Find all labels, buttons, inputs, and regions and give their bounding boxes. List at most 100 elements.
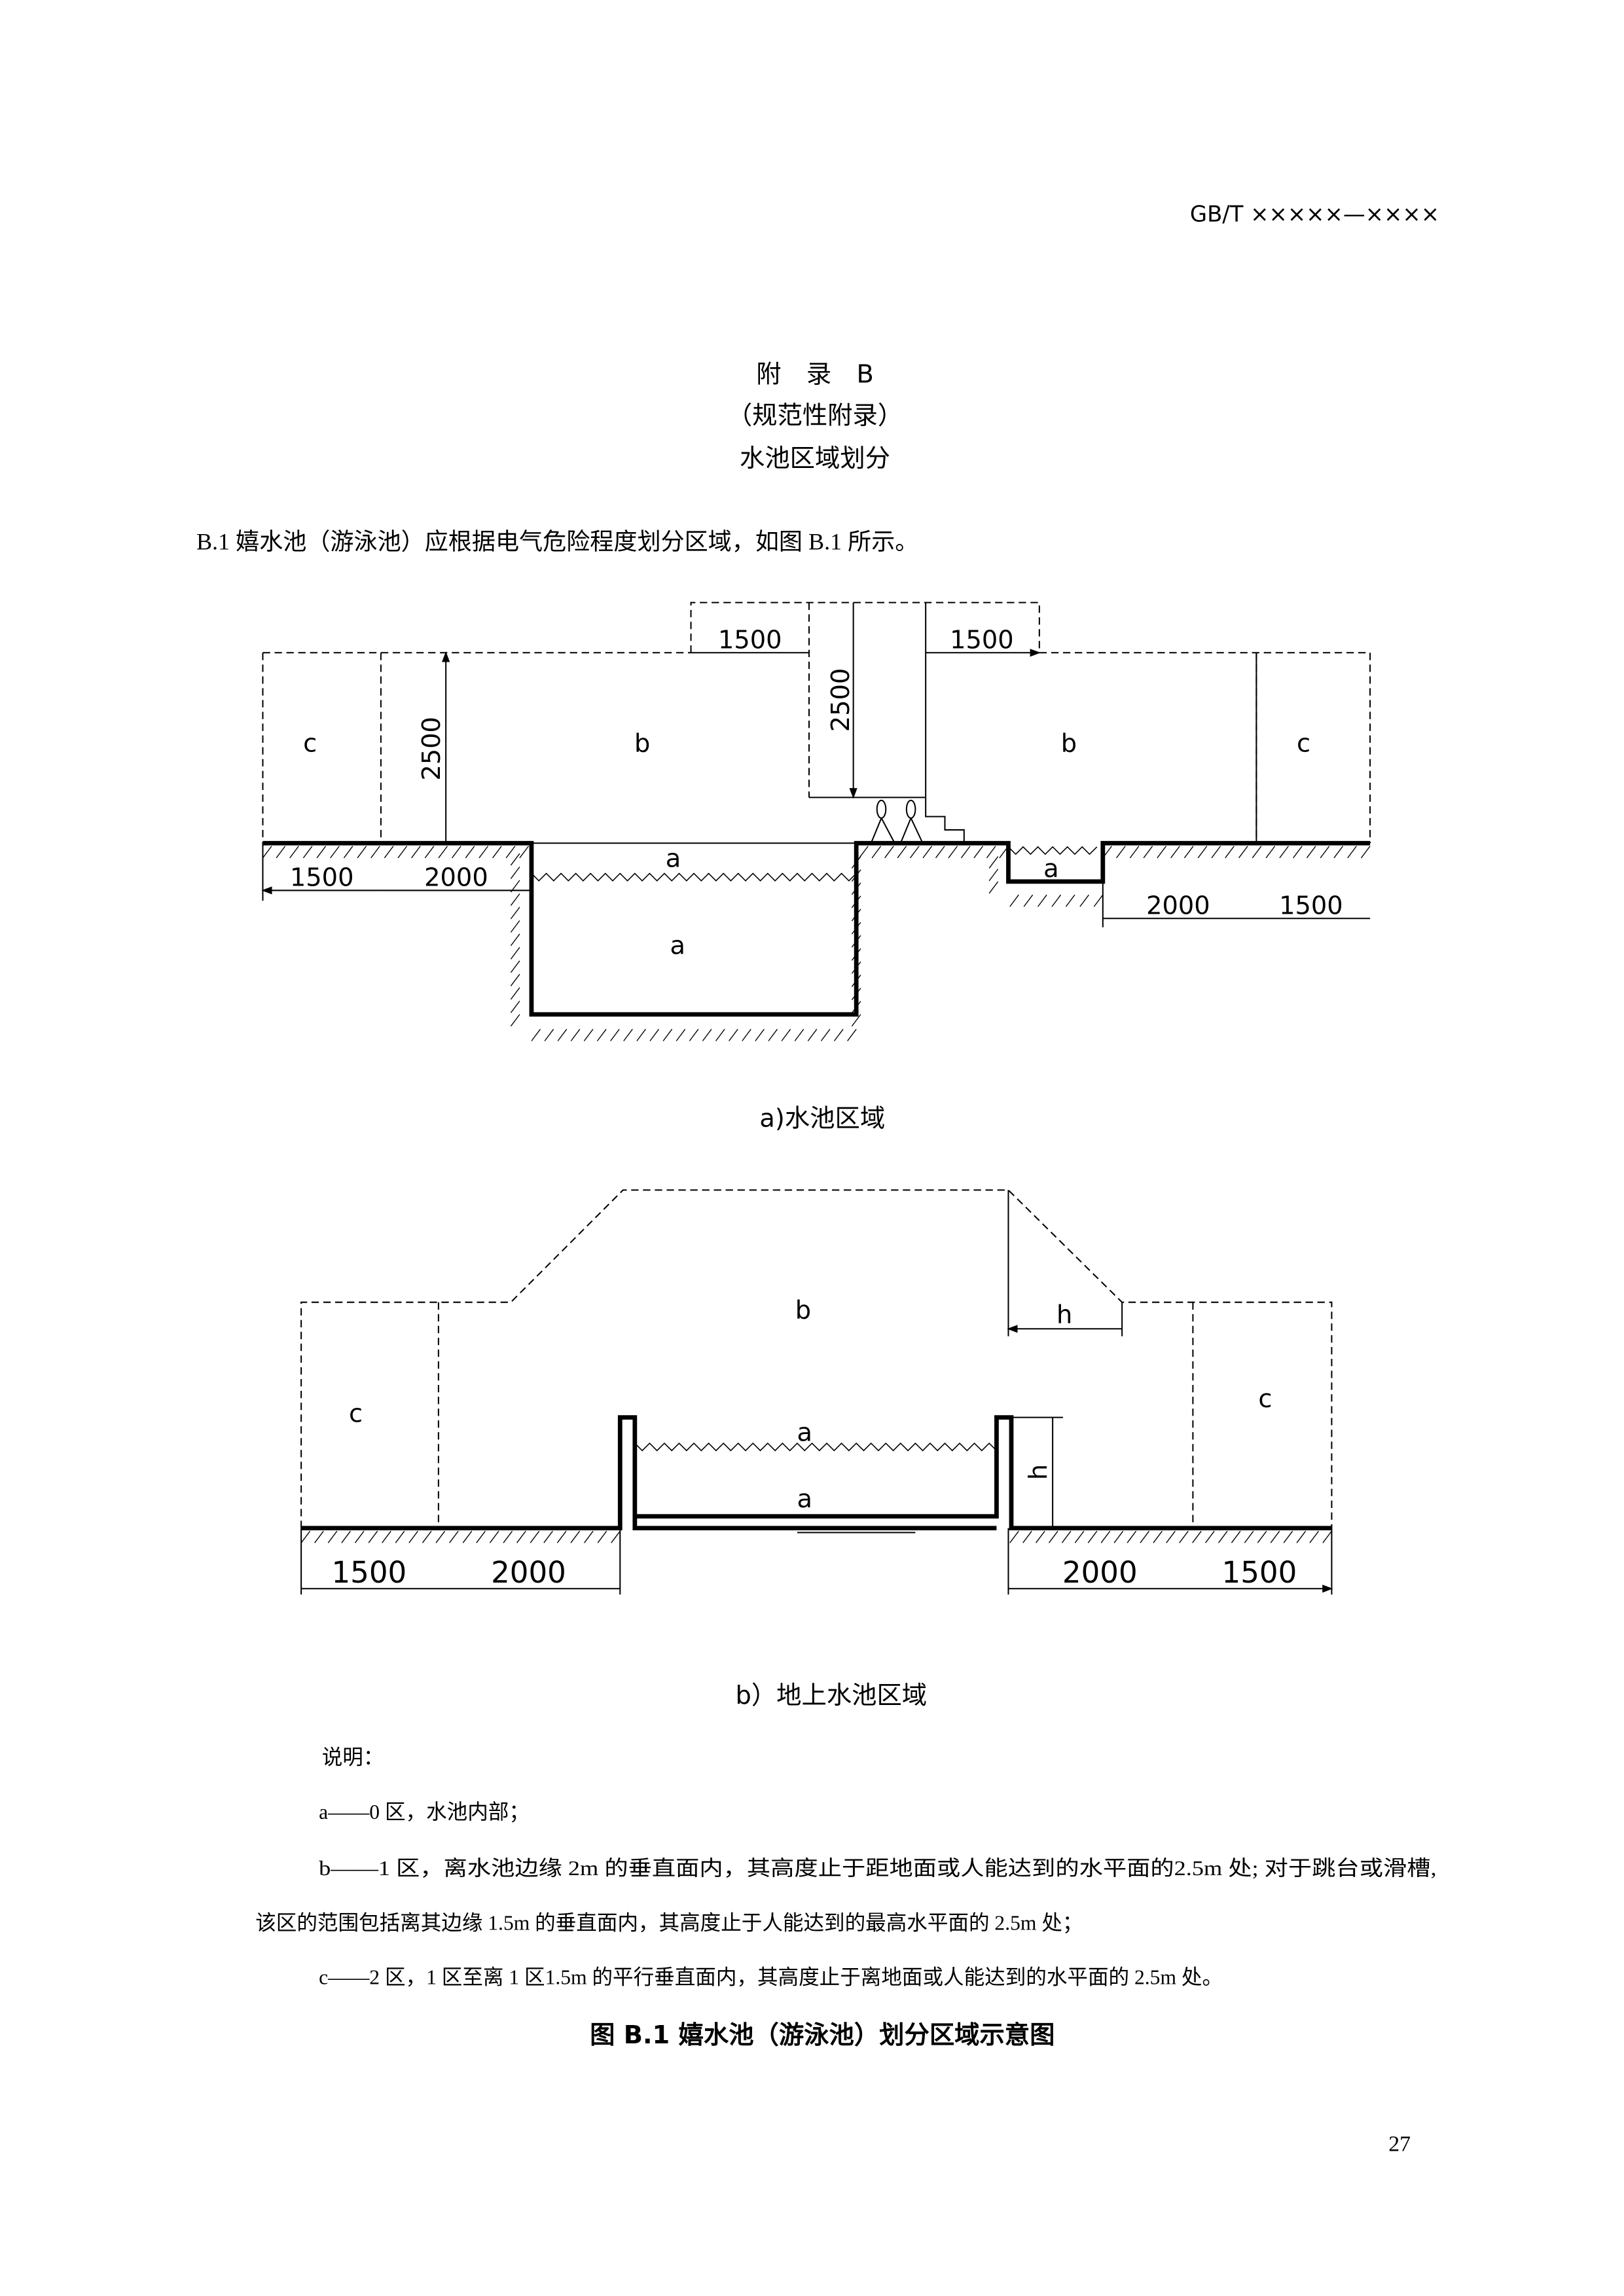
ground-hatch <box>1283 1530 1293 1543</box>
ground-hatch <box>438 846 448 859</box>
ground-hatch <box>1322 1530 1332 1543</box>
ground-hatch <box>583 1029 594 1041</box>
ground-hatch <box>1211 846 1221 859</box>
zone-label-c: c <box>1258 1384 1272 1414</box>
ground-hatch <box>1192 1530 1202 1543</box>
ground-hatch <box>570 1029 581 1041</box>
ground-hatch <box>1252 846 1262 859</box>
ground-hatch <box>510 974 520 986</box>
ground-hatch <box>384 846 394 859</box>
ground-hatch <box>341 1530 351 1543</box>
appendix-name: 水池区域划分 <box>740 444 890 473</box>
ground-hatch <box>851 988 861 1001</box>
ground-hatch <box>1127 1530 1137 1543</box>
ground-hatch <box>1023 894 1034 907</box>
ground-hatch <box>1143 846 1153 859</box>
dimension-label: h <box>1056 1300 1072 1329</box>
legend-a: a——0 区，水池内部； <box>319 1801 530 1823</box>
ground-hatch <box>510 933 520 946</box>
zone-label-b: b <box>1061 728 1077 758</box>
ground-hatch <box>715 1029 725 1041</box>
ground-hatch <box>1100 1530 1111 1543</box>
ground-hatch <box>530 1530 540 1543</box>
ground-hatch <box>544 1029 554 1041</box>
ground-hatch <box>851 975 861 987</box>
ground-hatch <box>1293 846 1303 859</box>
ground-hatch <box>343 846 353 859</box>
ground-hatch <box>851 922 861 935</box>
figure-caption: 图 B.1 嬉水池（游泳池）划分区域示意图 <box>590 2020 1055 2050</box>
ground-hatch <box>1140 1530 1150 1543</box>
ground-hatch <box>988 869 999 882</box>
ground-hatch <box>510 947 520 960</box>
ground-hatch <box>636 1029 646 1041</box>
dimension-label: 1500 <box>1222 1555 1297 1590</box>
ground-hatch <box>465 846 475 859</box>
ground-hatch <box>314 1530 324 1543</box>
ground-hatch <box>516 1530 526 1543</box>
ground-hatch <box>510 867 520 879</box>
ground-hatch <box>492 846 502 859</box>
ground-hatch <box>1065 894 1075 907</box>
dimension-label: 2000 <box>491 1555 566 1590</box>
ground-hatch <box>596 1029 607 1041</box>
ground-hatch <box>851 935 861 948</box>
ground-hatch <box>395 1530 405 1543</box>
ground-hatch <box>510 1014 520 1027</box>
ground-hatch <box>1231 1530 1241 1543</box>
ground-hatch <box>519 846 529 859</box>
ground-hatch <box>397 846 408 859</box>
ground-hatch <box>871 846 882 859</box>
ground-hatch <box>755 1029 765 1041</box>
ground-hatch <box>1244 1530 1254 1543</box>
dimension-label: 1500 <box>1279 891 1343 921</box>
ground-hatch <box>807 1029 818 1041</box>
zone-label-c: c <box>303 728 317 758</box>
ground-hatch <box>859 846 869 859</box>
ground-hatch <box>729 1029 738 1041</box>
ground-hatch <box>510 987 520 1000</box>
zone-label-a: a <box>1043 854 1059 884</box>
ground-hatch <box>584 1530 594 1543</box>
ground-hatch <box>702 1029 712 1041</box>
ground-hatch <box>327 1530 338 1543</box>
ground-hatch <box>662 1029 673 1041</box>
ground-hatch <box>1205 1530 1215 1543</box>
ground-hatch <box>510 853 520 866</box>
zone-label-a: a <box>797 1418 812 1448</box>
ground-hatch <box>262 846 272 859</box>
ground-hatch <box>276 846 286 859</box>
legend-title: 说明： <box>322 1746 384 1769</box>
ground-hatch <box>1296 1530 1307 1543</box>
appendix-type: （规范性附录） <box>727 401 903 431</box>
ground-hatch <box>922 846 933 859</box>
figure-a-pool-zones: c b b c a a a 1500 2000 2000 1500 1500 1… <box>262 601 1371 1041</box>
ground-hatch <box>1170 846 1180 859</box>
ground-hatch <box>1265 846 1276 859</box>
ground-hatch <box>408 1530 418 1543</box>
ground-hatch <box>382 1530 391 1543</box>
ground-hatch <box>1238 846 1248 859</box>
ground-hatch <box>510 1000 520 1013</box>
zone-label-b: b <box>634 728 650 758</box>
ground-hatch <box>820 1029 831 1041</box>
legend-b-continued: 该区的范围包括离其边缘 1.5m 的垂直面内，其高度止于人能达到的最高水平面的 … <box>255 1911 1083 1934</box>
ground-hatch <box>1116 846 1126 859</box>
ground-hatch <box>462 1530 473 1543</box>
ground-hatch <box>330 846 340 859</box>
figure-a-caption: a)水池区域 <box>759 1103 885 1133</box>
ground-hatch <box>910 846 920 859</box>
zone-label-a: a <box>670 931 686 960</box>
ground-hatch <box>1257 1530 1267 1543</box>
dimension-label: h <box>1024 1464 1053 1480</box>
ground-hatch <box>851 1014 861 1027</box>
ground-hatch <box>556 1530 567 1543</box>
ground-hatch <box>1166 1530 1176 1543</box>
zone-label-b: b <box>795 1296 811 1325</box>
ground-hatch <box>1061 1530 1072 1543</box>
ground-hatch <box>503 1530 513 1543</box>
ground-hatch <box>1197 846 1208 859</box>
ground-hatch <box>611 1530 621 1543</box>
ground-hatch <box>1309 1530 1320 1543</box>
